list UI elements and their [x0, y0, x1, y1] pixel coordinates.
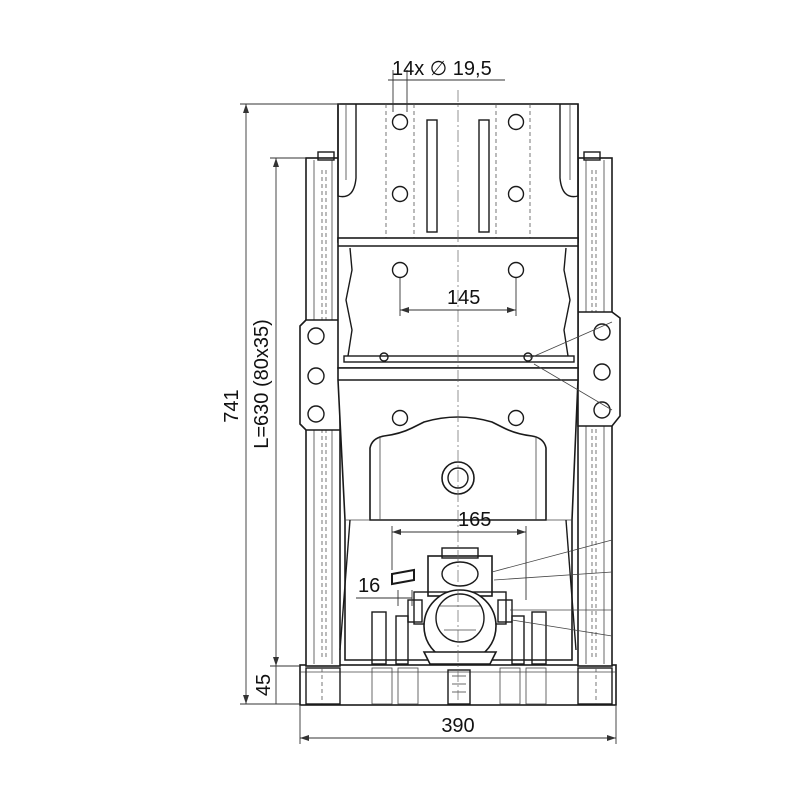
ball-joint-assembly: [371, 547, 547, 665]
upper-hole-spacing-label: 145: [447, 287, 480, 309]
lower-spacing-label: 165: [458, 509, 491, 531]
base-width-label: 390: [441, 715, 474, 737]
dim-hole-callout: 14x ∅ 19,5: [388, 58, 505, 112]
dim-45: 45: [253, 665, 300, 705]
dim-390: 390: [299, 706, 617, 744]
offset-label: 16: [358, 575, 380, 597]
hole-count-diameter-label: 14x ∅ 19,5: [392, 58, 492, 80]
dim-165: 165: [391, 509, 527, 600]
bolt-holes: [391, 113, 525, 427]
side-clamps: [299, 311, 621, 431]
leader-lines: [491, 321, 613, 637]
dim-145: 145: [399, 278, 517, 316]
column-length-label: L=630 (80x35): [251, 319, 273, 449]
dim-741: 741: [221, 103, 340, 705]
base-height-label: 45: [253, 674, 275, 696]
overall-height-label: 741: [221, 389, 243, 422]
dim-column-length: L=630 (80x35): [251, 157, 306, 667]
dim-16: 16: [356, 575, 413, 606]
